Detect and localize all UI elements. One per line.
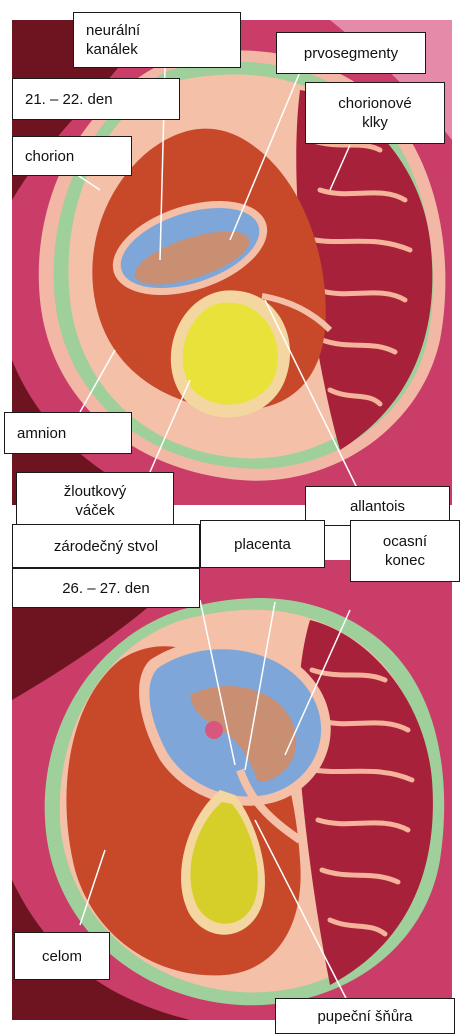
label-stage-26-27: 26. – 27. den xyxy=(12,568,200,608)
label-chorion: chorion xyxy=(12,136,132,176)
label-amnion: amnion xyxy=(4,412,132,454)
label-chorionic-villi: chorionové klky xyxy=(305,82,445,144)
label-neural-canal: neurální kanálek xyxy=(73,12,241,68)
panel-bottom-26-27-day: zárodečný stvol placenta ocasní konec 26… xyxy=(0,520,463,1035)
label-body-stalk: zárodečný stvol xyxy=(12,524,200,568)
label-primitive-segments: prvosegmenty xyxy=(276,32,426,74)
label-tail-end: ocasní konec xyxy=(350,520,460,582)
label-placenta: placenta xyxy=(200,520,325,568)
label-stage-21-22: 21. – 22. den xyxy=(12,78,180,120)
label-umbilical-cord: pupeční šňůra xyxy=(275,998,455,1034)
heart-bulge xyxy=(205,721,223,739)
panel-top-21-22-day: neurální kanálek prvosegmenty 21. – 22. … xyxy=(0,0,463,520)
label-coelom: celom xyxy=(14,932,110,980)
